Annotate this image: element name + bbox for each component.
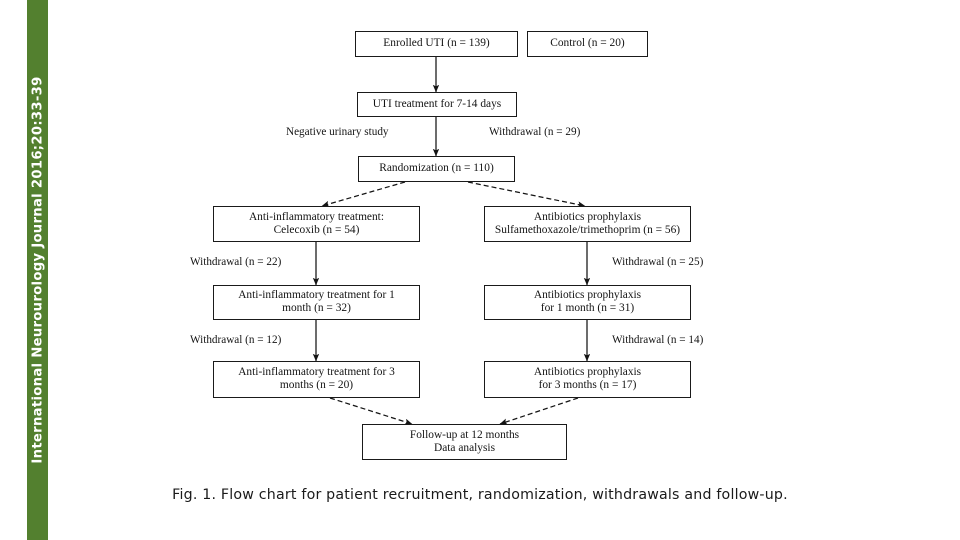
node-celecoxib-3months: Anti-inflammatory treatment for 3 months…	[213, 361, 420, 398]
node-antibiotics-1month-line2: for 1 month (n = 31)	[540, 302, 635, 315]
node-control: Control (n = 20)	[527, 31, 648, 57]
node-celecoxib-1month-line2: month (n = 32)	[282, 302, 351, 315]
node-celecoxib-arm-line1: Anti-inflammatory treatment:	[248, 211, 385, 223]
label-withdrawal-12: Withdrawal (n = 12)	[190, 334, 282, 346]
node-celecoxib-3months-line2: months (n = 20)	[279, 379, 354, 392]
node-randomization: Randomization (n = 110)	[358, 156, 515, 182]
node-celecoxib-3months-line1: Anti-inflammatory treatment for 3	[238, 366, 395, 378]
flow-chart: Enrolled UTI (n = 139) Control (n = 20) …	[190, 31, 704, 460]
node-antibiotics-arm-line1: Antibiotics prophylaxis	[533, 211, 642, 223]
edge-antibiotics-3months-to-followup	[499, 397, 579, 425]
label-withdrawal-14: Withdrawal (n = 14)	[612, 334, 704, 346]
flow-chart-connectors	[312, 57, 591, 425]
node-enrolled-uti: Enrolled UTI (n = 139)	[355, 31, 518, 57]
node-celecoxib-arm-line2: Celecoxib (n = 54)	[273, 224, 360, 237]
node-randomization-label: Randomization (n = 110)	[379, 162, 494, 175]
node-celecoxib-1month-line1: Anti-inflammatory treatment for 1	[238, 289, 395, 301]
node-antibiotics-arm: Antibiotics prophylaxis Sulfamethoxazole…	[484, 206, 691, 242]
node-antibiotics-3months-line1: Antibiotics prophylaxis	[533, 366, 642, 378]
node-celecoxib-arm: Anti-inflammatory treatment: Celecoxib (…	[213, 206, 420, 242]
node-enrolled-uti-label: Enrolled UTI (n = 139)	[383, 37, 490, 50]
node-antibiotics-1month-line1: Antibiotics prophylaxis	[533, 289, 642, 301]
node-control-label: Control (n = 20)	[550, 37, 625, 50]
edge-randomization-to-antibiotics	[467, 181, 586, 208]
edge-randomization-to-celecoxib	[321, 181, 406, 208]
node-followup: Follow-up at 12 months Data analysis	[362, 424, 567, 460]
label-withdrawal-22: Withdrawal (n = 22)	[190, 256, 282, 268]
node-antibiotics-arm-line2: Sulfamethoxazole/trimethoprim (n = 56)	[494, 224, 681, 237]
edge-celecoxib-3months-to-followup	[329, 397, 413, 425]
node-celecoxib-1month: Anti-inflammatory treatment for 1 month …	[213, 285, 420, 320]
node-uti-treatment-label: UTI treatment for 7-14 days	[372, 97, 502, 110]
label-withdrawal-25: Withdrawal (n = 25)	[612, 256, 704, 268]
node-antibiotics-1month: Antibiotics prophylaxis for 1 month (n =…	[484, 285, 691, 320]
label-withdrawal-29: Withdrawal (n = 29)	[489, 126, 581, 138]
node-antibiotics-3months: Antibiotics prophylaxis for 3 months (n …	[484, 361, 691, 398]
figure-caption: Fig. 1. Flow chart for patient recruitme…	[172, 487, 788, 503]
node-followup-line2: Data analysis	[433, 442, 496, 455]
node-followup-line1: Follow-up at 12 months	[409, 429, 520, 441]
label-negative-urinary-study: Negative urinary study	[286, 126, 389, 138]
node-antibiotics-3months-line2: for 3 months (n = 17)	[538, 379, 637, 392]
journal-spine-band: International Neurourology Journal 2016;…	[27, 0, 48, 540]
node-uti-treatment: UTI treatment for 7-14 days	[357, 92, 517, 117]
